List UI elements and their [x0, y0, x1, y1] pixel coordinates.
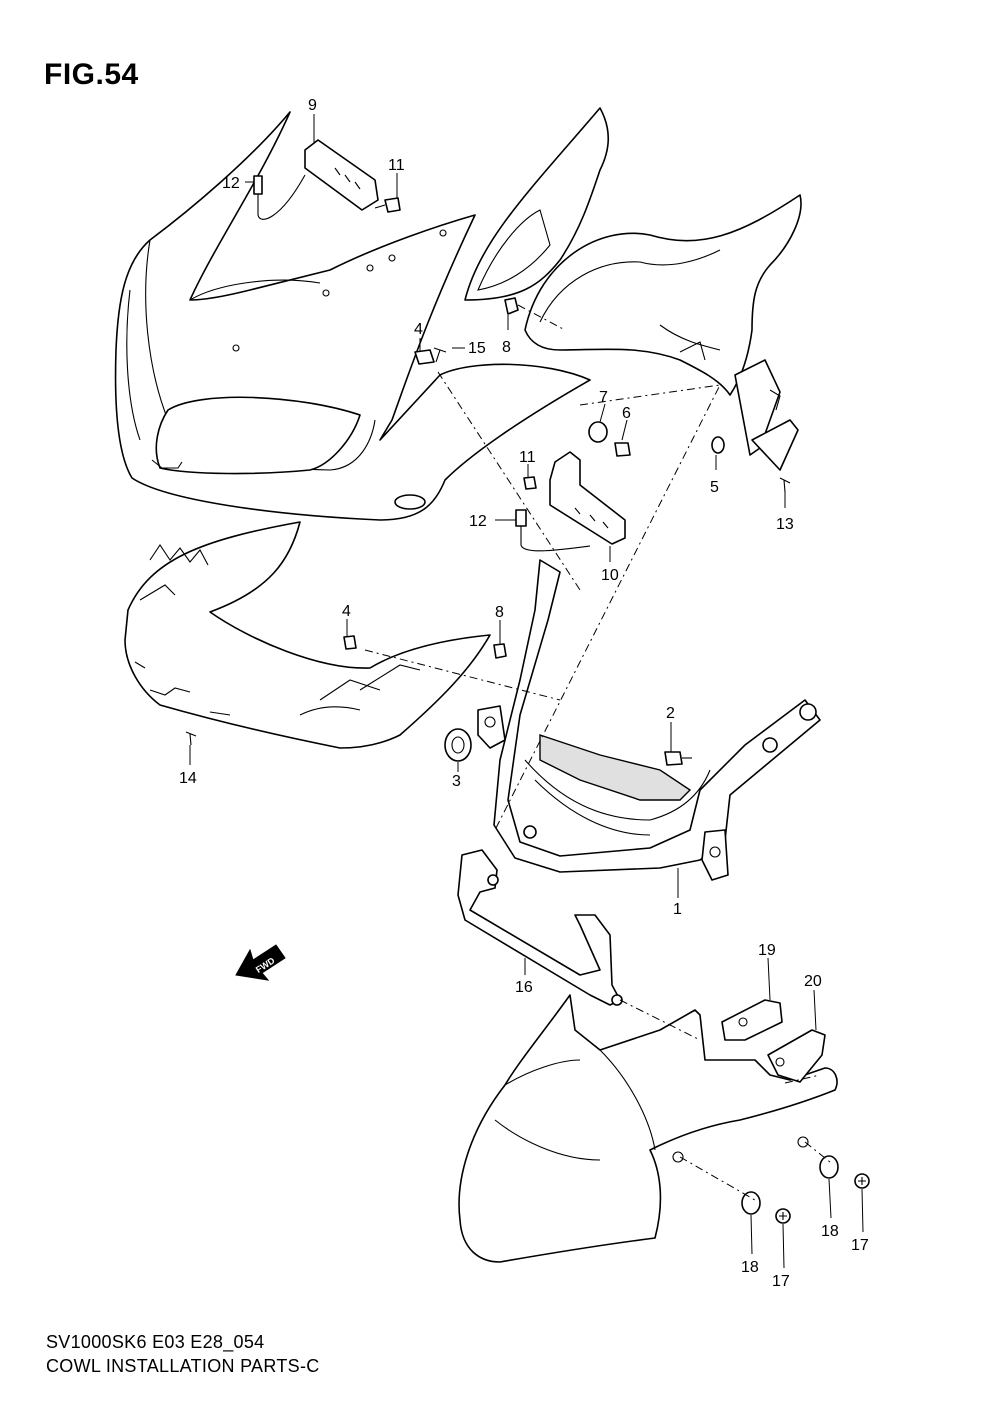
alignment-lines	[364, 304, 831, 1201]
callout-8-upper: 8	[502, 339, 511, 356]
callout-17-right: 17	[851, 1237, 869, 1254]
callout-17-left: 17	[772, 1273, 790, 1290]
callout-14: 14	[179, 770, 197, 787]
figure-caption: COWL INSTALLATION PARTS-C	[46, 1356, 320, 1376]
callout-7: 7	[599, 389, 608, 406]
callout-11-lower: 11	[519, 449, 536, 466]
callout-4-lower: 4	[342, 603, 351, 620]
figure-footer: SV1000SK6 E03 E28_054 COWL INSTALLATION …	[46, 1330, 320, 1378]
under-cowl	[124, 521, 491, 749]
callout-4-upper: 4	[414, 321, 423, 338]
callout-5: 5	[710, 479, 719, 496]
callout-12-lower: 12	[469, 513, 487, 530]
callout-2: 2	[666, 705, 675, 722]
callout-20: 20	[804, 973, 822, 990]
callout-16: 16	[515, 979, 533, 996]
callout-15: 15	[468, 340, 486, 357]
small-parts	[185, 139, 870, 1224]
bracket-16	[457, 849, 623, 1006]
callout-1: 1	[673, 901, 682, 918]
bracket-9-shape	[304, 139, 379, 211]
forward-arrow-icon: FWD	[235, 944, 286, 981]
callout-3: 3	[452, 773, 461, 790]
callout-10: 10	[601, 567, 619, 584]
callout-6: 6	[622, 405, 631, 422]
callout-18-left: 18	[741, 1259, 759, 1276]
callout-8-lower: 8	[495, 604, 504, 621]
callout-19: 19	[758, 942, 776, 959]
lower-cowl	[458, 994, 838, 1263]
upper-cowl	[114, 111, 591, 521]
figure-title: FIG.54	[44, 58, 139, 91]
cowl-brace	[477, 559, 821, 881]
callout-18-right: 18	[821, 1223, 839, 1240]
model-code: SV1000SK6 E03 E28_054	[46, 1332, 265, 1352]
callout-11-upper: 11	[388, 157, 405, 174]
callout-labels: 9 11 12 4 15 8 7 6 5 13 11 12 10 4 8 14 …	[179, 97, 869, 1290]
inner-cowl	[464, 107, 802, 471]
callout-12-upper: 12	[222, 175, 240, 192]
callout-13: 13	[776, 516, 794, 533]
callout-9: 9	[308, 97, 317, 114]
leader-lines	[189, 114, 864, 1269]
